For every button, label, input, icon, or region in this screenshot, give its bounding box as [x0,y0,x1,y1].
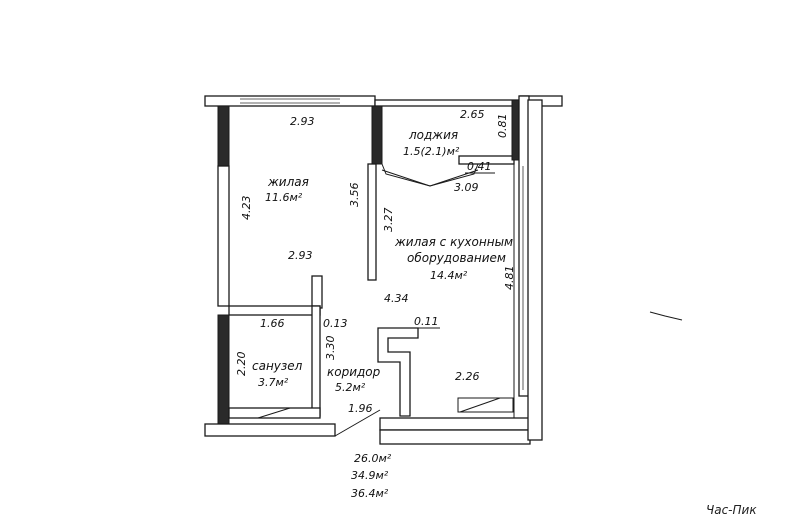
dim-wall-013: 0.13 [323,317,348,330]
dim-bath-depth: 3.30 [324,336,337,361]
total-living-area: 26.0м² [354,452,392,465]
dim-kitchen-height: 3.27 [382,208,395,233]
dim-loggia-step: 0.41 [467,160,492,173]
dim-bath-height: 2.20 [235,352,248,377]
corridor-walls [334,327,419,437]
scratch-mark [649,311,683,321]
room-bathroom-area: 3.7м² [258,376,289,389]
internal-wall [311,163,377,309]
dim-mid-width: 2.93 [288,249,313,262]
room-loggia-name: лоджия [408,128,458,142]
dim-bath-width: 1.66 [260,317,285,330]
dim-corridor-width: 1.96 [348,402,373,415]
total-area: 34.9м² [351,469,389,482]
total-with-loggia: 36.4м² [351,487,389,500]
bathroom-walls [228,305,321,419]
dim-loggia-depth: 0.81 [496,114,509,139]
room-living-name: жилая [267,175,309,189]
dim-partition-height: 3.56 [348,183,361,208]
dim-right-height: 4.81 [503,266,516,291]
dim-balcony-door: 3.09 [454,181,479,194]
room-corridor-name: коридор [327,365,381,379]
right-outer-wall [513,99,543,441]
dim-loggia-width: 2.65 [460,108,485,121]
room-kitchen-name-2: оборудованием [407,251,506,265]
room-living-area: 11.6м² [265,191,303,204]
dim-kitchen-bottom: 2.26 [455,370,480,383]
dim-left-height: 4.23 [240,196,253,221]
watermark: Час-Пик [706,503,757,517]
room-kitchen-area: 14.4м² [430,269,468,282]
room-corridor-area: 5.2м² [335,381,366,394]
left-outer-wall [217,105,230,431]
dim-wall-011: 0.11 [414,315,439,328]
room-bathroom-name: санузел [252,359,303,373]
room-kitchen-name-1: жилая с кухонным [394,235,513,249]
top-outer-wall [204,95,563,107]
room-loggia-area: 1.5(2.1)м² [403,145,460,158]
dim-hall-width: 4.34 [384,292,409,305]
dim-top-left-width: 2.93 [290,115,315,128]
